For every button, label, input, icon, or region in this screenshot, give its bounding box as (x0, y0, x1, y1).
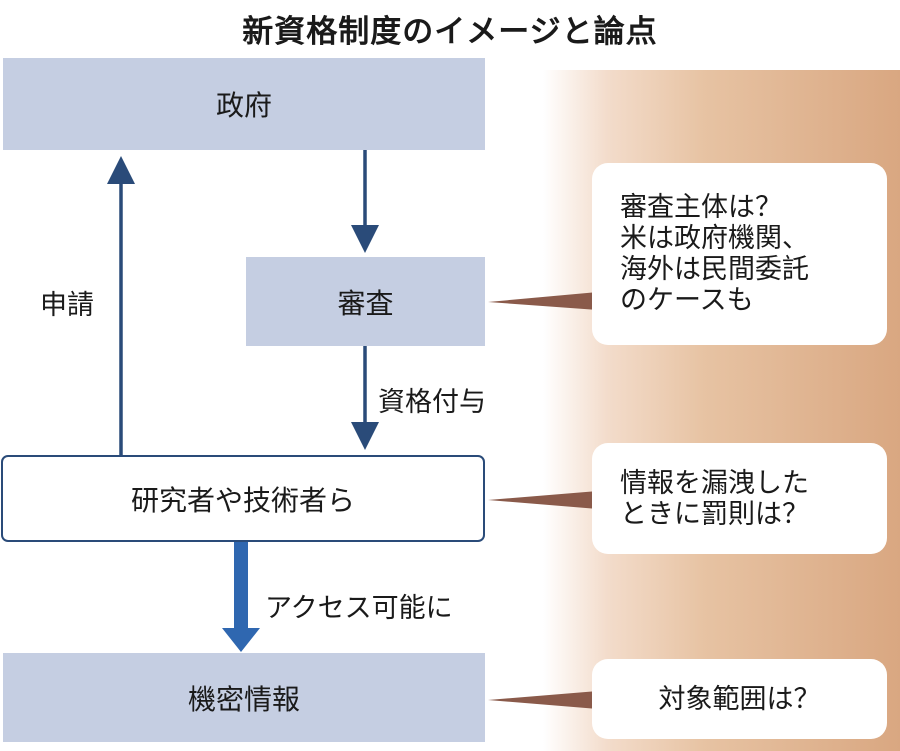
diagram-title: 新資格制度のイメージと論点 (242, 14, 658, 50)
issue-text-line: 米は政府機関、 (620, 223, 809, 254)
access-allowed-label: アクセス可能に (265, 593, 453, 624)
researchers-label: 研究者や技術者ら (130, 483, 355, 517)
government-box: 政府 (3, 58, 485, 150)
issue-pointer-classified (488, 691, 598, 709)
classified-info-box: 機密情報 (3, 653, 485, 742)
issue-bubble-penalty: 情報を漏洩した ときに罰則は？ (592, 443, 887, 554)
issue-pointer-review (488, 292, 598, 310)
issue-text-line: ときに罰則は？ (620, 498, 809, 530)
classified-info-label: 機密情報 (187, 682, 300, 716)
review-label: 審査 (337, 286, 394, 320)
government-label: 政府 (215, 89, 272, 122)
issue-bubble-scope: 対象範囲は？ (592, 659, 887, 739)
issue-text-line: のケースも (620, 285, 754, 316)
issue-text-line: 対象範囲は？ (658, 683, 821, 715)
issue-bubble-review-body: 審査主体は？ 米は政府機関、 海外は民間委託 のケースも (592, 163, 887, 345)
issue-text-line: 審査主体は？ (620, 192, 782, 223)
issue-text-line: 情報を漏洩した (620, 467, 809, 499)
issue-pointer-researchers (488, 491, 598, 509)
access-arrow-head (222, 628, 260, 652)
review-box: 審査 (246, 257, 485, 346)
apply-label: 申請 (40, 290, 94, 321)
researchers-box: 研究者や技術者ら (1, 455, 485, 542)
issue-text-line: 海外は民間委託 (620, 254, 809, 285)
access-arrow-shaft (234, 542, 248, 632)
grant-qualification-label: 資格付与 (378, 387, 486, 418)
